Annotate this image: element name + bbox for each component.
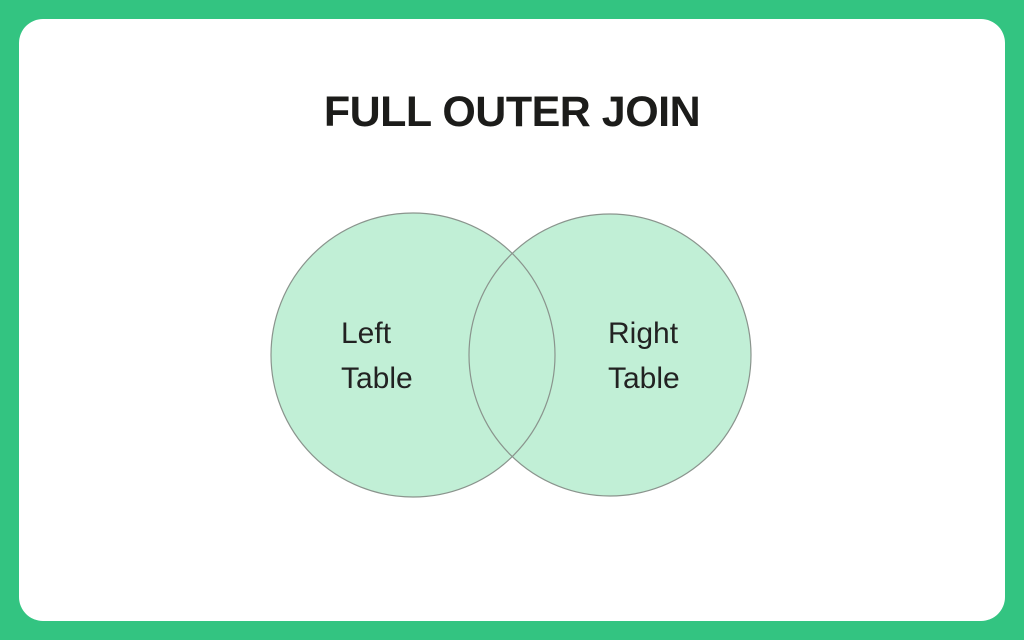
right-table-label-line2: Table: [608, 362, 680, 395]
left-table-label-line2: Table: [341, 362, 413, 395]
right-table-label: Right Table: [608, 311, 680, 401]
diagram-title: FULL OUTER JOIN: [323, 88, 701, 136]
left-table-label-line1: Left: [341, 317, 392, 350]
right-table-label-line1: Right: [608, 317, 679, 350]
left-table-label: Left Table: [341, 311, 413, 401]
